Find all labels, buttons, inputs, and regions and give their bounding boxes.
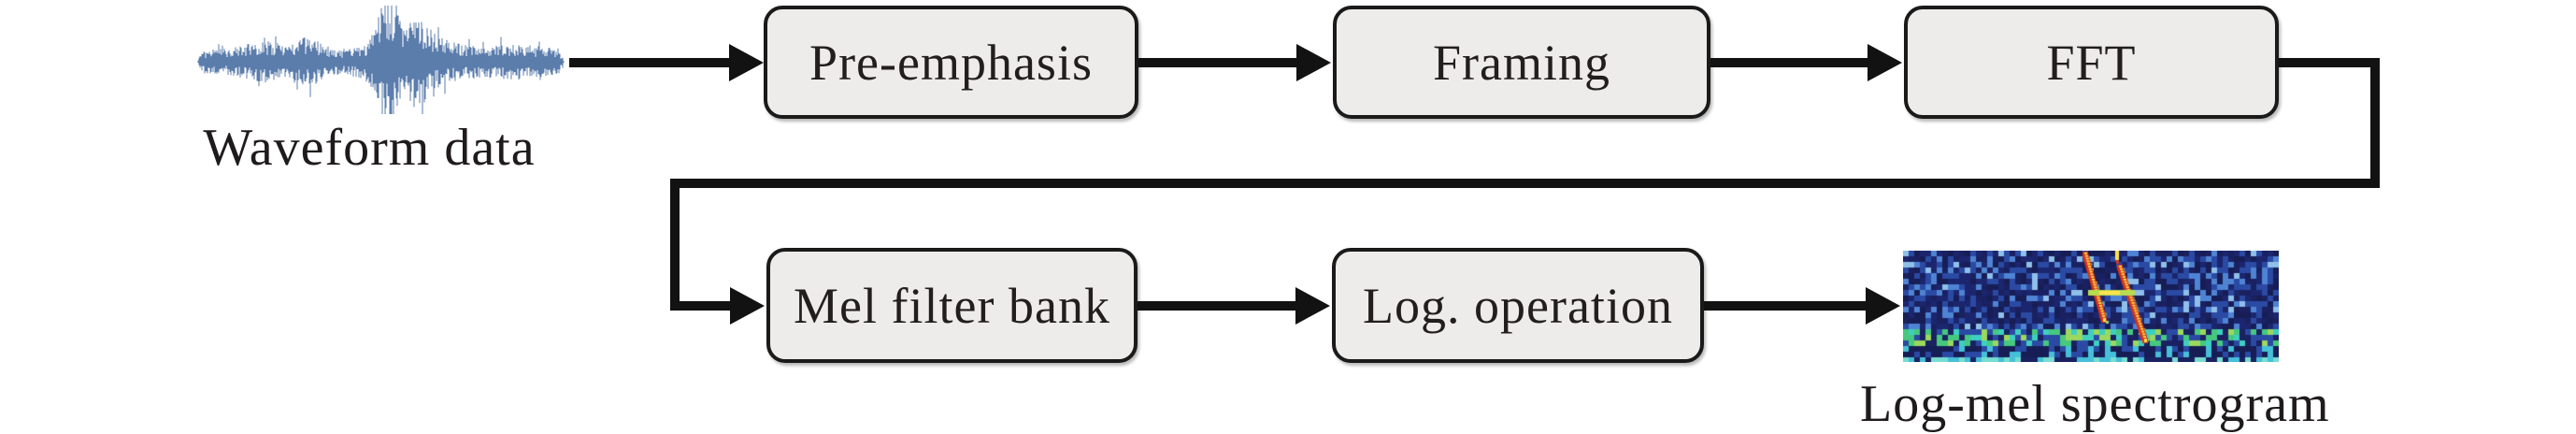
spectrogram-icon <box>1903 251 2279 362</box>
fft-to-mel-connector-seg3 <box>670 179 2380 188</box>
node-pre-emphasis-label: Pre-emphasis <box>809 34 1093 91</box>
waveform-icon <box>197 6 565 114</box>
arrow-preemphasis-to-framing-line <box>1138 58 1299 67</box>
arrow-log-to-spectrogram-line <box>1704 301 1868 311</box>
node-framing-label: Framing <box>1433 34 1610 91</box>
arrowhead-icon <box>729 44 764 81</box>
arrow-framing-to-fft-line <box>1710 58 1870 67</box>
spectrogram-image <box>1903 251 2279 362</box>
arrowhead-icon <box>1866 287 1900 325</box>
arrowhead-icon <box>1868 44 1902 81</box>
spectrogram-caption: Log-mel spectrogram <box>1860 375 2330 433</box>
arrowhead-icon <box>1295 287 1330 325</box>
node-mel-filter-bank: Mel filter bank <box>766 248 1138 363</box>
fft-to-mel-connector-seg5 <box>670 301 732 311</box>
node-fft: FFT <box>1904 6 2279 119</box>
arrowhead-icon <box>730 287 765 325</box>
arrow-waveform-to-preemphasis-line <box>569 58 733 67</box>
arrow-mel-to-log-line <box>1138 301 1298 311</box>
node-framing: Framing <box>1333 6 1710 119</box>
node-log-operation-label: Log. operation <box>1363 277 1673 334</box>
node-mel-filter-bank-label: Mel filter bank <box>794 277 1110 334</box>
waveform-image <box>197 4 565 120</box>
fft-to-mel-connector-seg1 <box>2279 58 2380 67</box>
fft-to-mel-connector-seg4 <box>670 179 680 311</box>
arrowhead-icon <box>1296 44 1331 81</box>
fft-to-mel-connector-seg2 <box>2370 58 2380 188</box>
node-log-operation: Log. operation <box>1332 248 1704 363</box>
node-fft-label: FFT <box>2046 34 2137 91</box>
waveform-caption: Waveform data <box>203 119 536 177</box>
node-pre-emphasis: Pre-emphasis <box>764 6 1138 119</box>
